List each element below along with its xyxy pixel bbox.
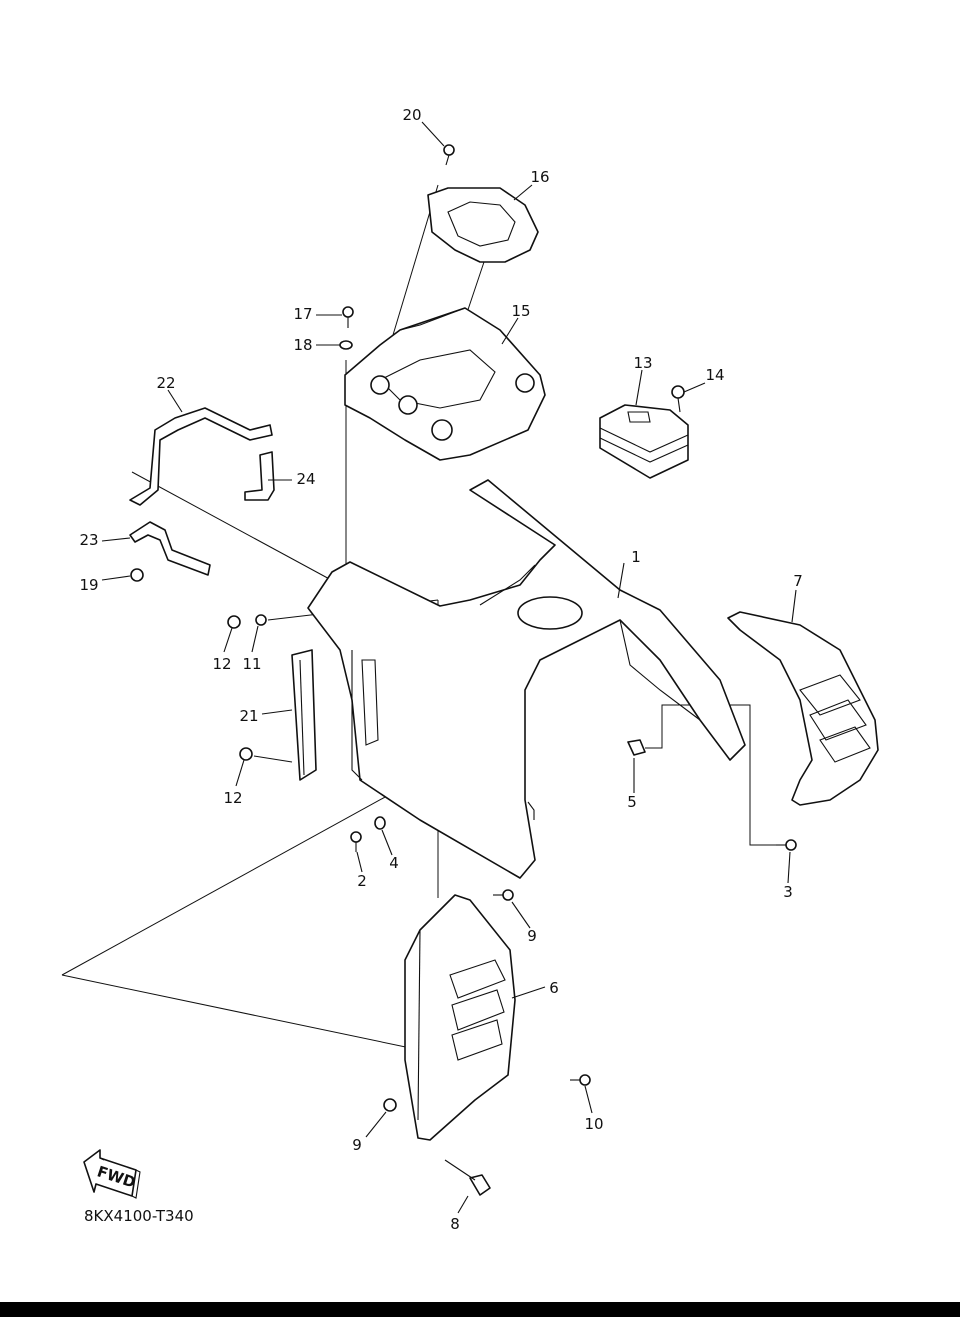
callout-12-lower: 12 <box>223 789 242 807</box>
fastener-18-washer <box>339 340 353 350</box>
callout-leaders <box>101 121 797 1214</box>
callout-2: 2 <box>357 872 367 890</box>
fastener-9-nut-lower <box>383 1098 397 1112</box>
callout-5: 5 <box>627 793 637 811</box>
fastener-2-bolt <box>350 831 362 852</box>
fastener-3-screw <box>776 839 797 851</box>
fastener-20-screw <box>443 144 455 166</box>
part-22-bracket <box>129 407 273 506</box>
part-24-bracket <box>244 451 275 501</box>
part-16-cover-plate <box>427 187 539 263</box>
callout-9-lower: 9 <box>352 1136 362 1154</box>
fastener-12-nut-lower <box>239 747 253 761</box>
fastener-8-bolt <box>444 1159 491 1196</box>
callout-6: 6 <box>549 979 559 997</box>
part-6-left-louver-cover <box>404 894 516 1141</box>
callout-15: 15 <box>511 302 530 320</box>
callout-17: 17 <box>293 305 312 323</box>
fastener-5-clip <box>627 739 646 756</box>
part-23-bracket <box>129 521 211 576</box>
fastener-11-washer <box>255 614 267 626</box>
callout-20: 20 <box>402 106 421 124</box>
part-1-front-body-panel <box>307 479 746 879</box>
callout-23: 23 <box>79 531 98 549</box>
fastener-4-washer <box>374 816 386 830</box>
fastener-12-nut-upper <box>227 615 241 629</box>
callout-9-upper: 9 <box>527 927 537 945</box>
fwd-arrow-icon: FWD <box>83 1149 141 1199</box>
fastener-10-screw <box>570 1074 591 1086</box>
callout-7: 7 <box>793 572 803 590</box>
callout-16: 16 <box>530 168 549 186</box>
part-13-box-component <box>599 404 689 479</box>
fasteners <box>130 144 797 1196</box>
callout-13: 13 <box>633 354 652 372</box>
fastener-17-bolt <box>342 306 354 328</box>
part-21-vertical-strip <box>291 649 317 781</box>
drawing-code: 8KX4100-T340 <box>84 1207 194 1225</box>
callout-22: 22 <box>156 374 175 392</box>
callout-14: 14 <box>705 366 724 384</box>
callout-18: 18 <box>293 336 312 354</box>
part-14-clip <box>671 385 685 413</box>
callout-11: 11 <box>242 655 261 673</box>
callout-24: 24 <box>296 470 315 488</box>
callout-numbers: 1 2 3 4 5 6 7 8 9 9 10 11 12 12 13 14 15… <box>79 106 802 1233</box>
callout-4: 4 <box>389 854 399 872</box>
callout-12-upper: 12 <box>212 655 231 673</box>
bottom-border-bar <box>0 1302 960 1317</box>
callout-10: 10 <box>584 1115 603 1133</box>
part-7-right-louver-cover <box>727 611 879 806</box>
callout-3: 3 <box>783 883 793 901</box>
callout-19: 19 <box>79 576 98 594</box>
callout-1: 1 <box>631 548 641 566</box>
fastener-9-screw-upper <box>493 889 514 901</box>
fastener-19-nut <box>130 568 144 582</box>
part-15-console-panel <box>344 307 546 461</box>
callout-21: 21 <box>239 707 258 725</box>
callout-8: 8 <box>450 1215 460 1233</box>
